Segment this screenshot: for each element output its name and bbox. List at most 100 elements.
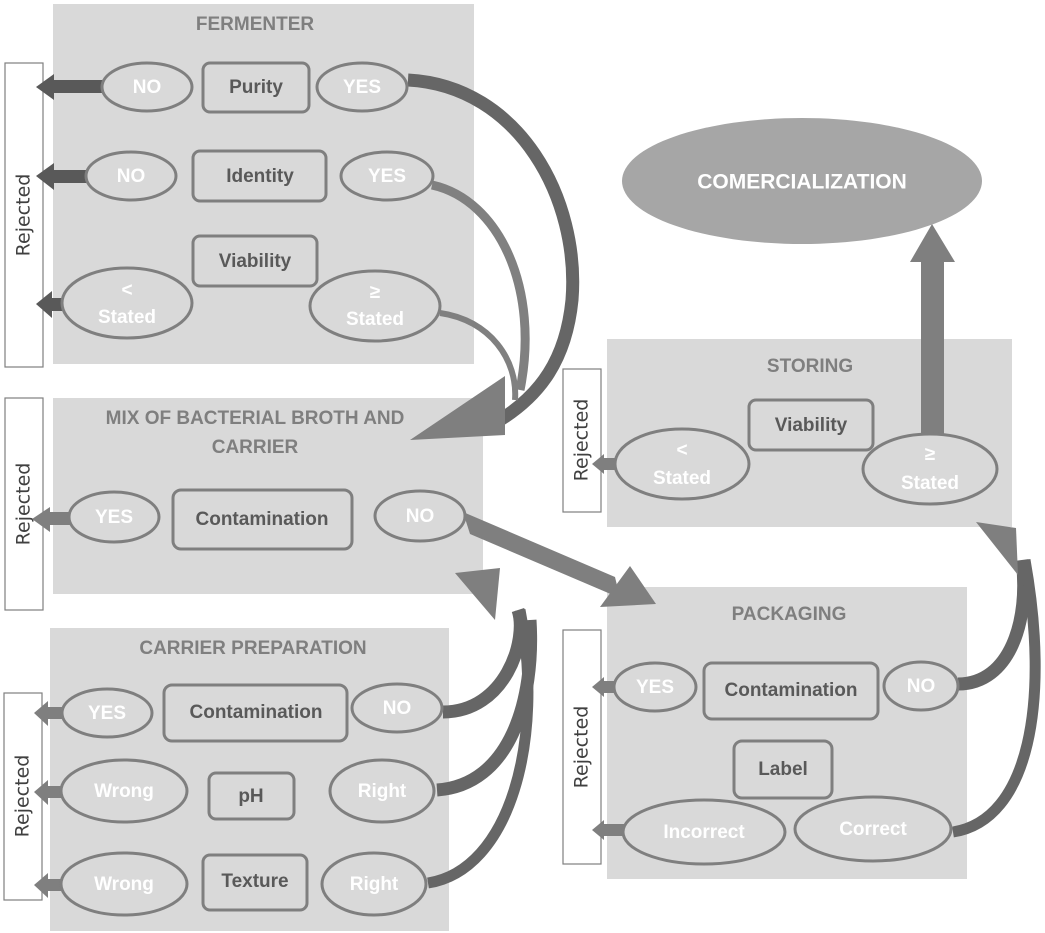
svg-text:<: < bbox=[676, 440, 687, 461]
svg-text:NO: NO bbox=[117, 166, 146, 187]
packaging-contamination-fail-oval bbox=[612, 661, 698, 713]
purity-fail-oval bbox=[100, 61, 194, 113]
fermenter-check-purity: NO Purity YES bbox=[100, 61, 409, 114]
texture-pass-oval bbox=[320, 851, 428, 917]
rejected-box-packaging: Rejected bbox=[562, 629, 602, 865]
viability-fail-oval bbox=[60, 266, 194, 340]
svg-text:Stated: Stated bbox=[653, 468, 711, 489]
svg-text:Viability: Viability bbox=[219, 251, 292, 272]
storing-title: STORING bbox=[767, 356, 853, 377]
rejected-box-fermenter: Rejected bbox=[4, 62, 44, 368]
packaging-check-label: Label Incorrect Correct bbox=[621, 739, 953, 866]
reject-arrow-carrier-contamination bbox=[34, 701, 63, 726]
svg-text:Identity: Identity bbox=[226, 166, 294, 187]
purity-pass-oval bbox=[315, 61, 409, 113]
mix-contamination-pass-oval bbox=[373, 489, 467, 543]
svg-text:Stated: Stated bbox=[346, 309, 404, 330]
storing-viability-fail-oval bbox=[613, 427, 751, 501]
packaging-title: PACKAGING bbox=[732, 604, 847, 625]
carrier-contamination-box bbox=[162, 683, 349, 743]
packaging-check-contamination: YES Contamination NO bbox=[612, 660, 960, 721]
viability-box bbox=[191, 234, 319, 288]
ph-fail-oval bbox=[59, 758, 189, 824]
commercialization-node bbox=[622, 118, 982, 244]
mix-contamination-box bbox=[171, 488, 354, 551]
viability-pass-oval bbox=[308, 269, 442, 343]
identity-pass-oval bbox=[339, 150, 435, 202]
label-box bbox=[732, 739, 834, 800]
carrier-to-mix-arrows bbox=[426, 568, 538, 889]
svg-text:YES: YES bbox=[343, 77, 381, 98]
svg-text:Right: Right bbox=[350, 874, 399, 895]
fermenter-title: FERMENTER bbox=[196, 14, 315, 35]
reject-arrow-label bbox=[592, 820, 624, 840]
svg-text:YES: YES bbox=[636, 677, 674, 698]
carrier-preparation-title: CARRIER PREPARATION bbox=[139, 638, 366, 659]
svg-text:pH: pH bbox=[238, 786, 263, 807]
rejected-box-storing: Rejected bbox=[562, 368, 602, 513]
rejected-box-mix: Rejected bbox=[4, 397, 44, 611]
svg-text:≥: ≥ bbox=[370, 282, 380, 303]
svg-text:NO: NO bbox=[406, 506, 435, 527]
svg-text:Wrong: Wrong bbox=[94, 874, 154, 895]
svg-text:Contamination: Contamination bbox=[725, 680, 858, 701]
carrier-check-contamination: YES Contamination NO bbox=[60, 682, 444, 743]
svg-text:Rejected: Rejected bbox=[13, 174, 35, 257]
reject-arrow-storing-viability bbox=[592, 454, 617, 474]
svg-text:Viability: Viability bbox=[775, 415, 848, 436]
svg-text:Contamination: Contamination bbox=[190, 702, 323, 723]
svg-text:Rejected: Rejected bbox=[13, 463, 35, 546]
fermenter-check-viability: Viability < Stated ≥ Stated bbox=[60, 234, 442, 343]
label-fail-oval bbox=[621, 798, 787, 866]
ph-pass-oval bbox=[328, 758, 436, 824]
svg-text:Texture: Texture bbox=[221, 871, 288, 892]
storing-to-commercialization-arrow bbox=[910, 224, 955, 442]
mix-title-line2: CARRIER bbox=[212, 437, 299, 458]
svg-text:Label: Label bbox=[758, 759, 808, 780]
svg-text:≥: ≥ bbox=[925, 444, 935, 465]
fermenter-check-identity: NO Identity YES bbox=[84, 149, 435, 203]
svg-text:Wrong: Wrong bbox=[94, 781, 154, 802]
reject-arrows bbox=[32, 74, 624, 898]
reject-arrow-ph bbox=[34, 780, 63, 805]
svg-text:YES: YES bbox=[368, 166, 406, 187]
carrier-check-texture: Wrong Texture Right bbox=[59, 851, 428, 917]
svg-text:NO: NO bbox=[133, 77, 162, 98]
svg-text:<: < bbox=[121, 280, 132, 301]
svg-text:YES: YES bbox=[95, 507, 133, 528]
mix-check-contamination: YES Contamination NO bbox=[67, 488, 467, 551]
ph-box bbox=[207, 771, 296, 821]
svg-text:Stated: Stated bbox=[901, 473, 959, 494]
purity-box bbox=[201, 61, 311, 114]
carrier-check-ph: Wrong pH Right bbox=[59, 758, 436, 824]
identity-fail-oval bbox=[84, 150, 178, 202]
texture-box bbox=[201, 853, 309, 912]
mix-title-line1: MIX OF BACTERIAL BROTH AND bbox=[106, 408, 405, 429]
reject-arrow-purity bbox=[36, 74, 104, 100]
svg-text:Rejected: Rejected bbox=[12, 755, 34, 838]
svg-text:Rejected: Rejected bbox=[571, 706, 593, 789]
svg-text:Stated: Stated bbox=[98, 307, 156, 328]
reject-arrow-texture bbox=[34, 873, 63, 898]
storing-viability-pass-oval bbox=[861, 432, 999, 506]
svg-text:Rejected: Rejected bbox=[571, 399, 593, 482]
svg-text:Correct: Correct bbox=[839, 819, 907, 840]
packaging-to-storing-arrows bbox=[951, 522, 1041, 838]
reject-arrow-mix-contamination bbox=[32, 507, 70, 532]
label-pass-oval bbox=[793, 795, 953, 863]
identity-box bbox=[191, 149, 328, 203]
svg-text:NO: NO bbox=[383, 698, 412, 719]
rejected-box-carrier: Rejected bbox=[3, 692, 43, 901]
commercialization-label: COMERCIALIZATION bbox=[697, 171, 907, 194]
reject-arrow-viability bbox=[36, 291, 64, 318]
svg-text:Incorrect: Incorrect bbox=[663, 822, 745, 843]
packaging-contamination-pass-oval bbox=[882, 660, 960, 712]
carrier-contamination-fail-oval bbox=[60, 687, 154, 739]
packaging-contamination-box bbox=[702, 661, 880, 721]
carrier-contamination-pass-oval bbox=[350, 682, 444, 734]
mix-to-packaging-arrow bbox=[463, 512, 656, 607]
svg-text:Contamination: Contamination bbox=[196, 509, 329, 530]
storing-viability-box bbox=[747, 398, 875, 452]
texture-fail-oval bbox=[59, 851, 189, 917]
